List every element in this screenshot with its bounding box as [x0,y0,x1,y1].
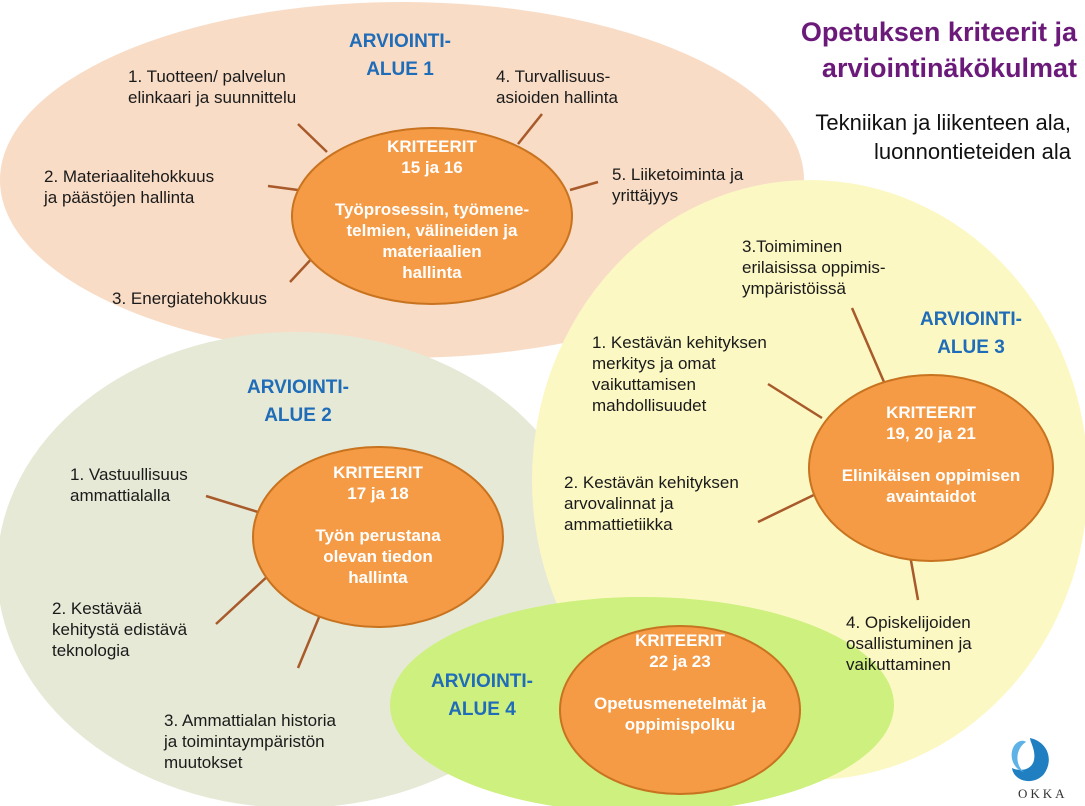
okka-logo-text: OKKA [1018,786,1068,801]
area-1-item-5: 5. Liiketoiminta ja yrittäjyys [612,165,744,205]
area-1-item-1: 1. Tuotteen/ palvelun elinkaari ja suunn… [128,67,297,107]
area-1-item-4: 4. Turvallisuus- asioiden hallinta [496,67,618,107]
criteria-17-18-circle [252,446,504,628]
area-2-label: ARVIOINTI- ALUE 2 [246,377,350,426]
criteria-17-18-text: KRITEERIT 17 ja 18 Työn perustana olevan… [315,463,441,587]
page-subtitle: Tekniikan ja liikenteen ala, luonnontiet… [815,110,1071,164]
area-3-label: ARVIOINTI- ALUE 3 [919,309,1023,358]
area-4-label: ARVIOINTI- ALUE 4 [430,671,534,720]
area-3-connectors [757,307,920,601]
area-2-item-1: 1. Vastuullisuus ammattialalla [70,465,188,505]
area-3-item-3: 3.Toimiminen erilaisissa oppimis- ympäri… [742,237,886,298]
criteria-15-16-text: KRITEERIT 15 ja 16 Työprosessin, työmene… [334,137,530,282]
area-2-item-3: 3. Ammattialan historia ja toimintaympär… [164,711,336,772]
area-3-item-4: 4. Opiskelijoiden osallistuminen ja vaik… [846,613,972,674]
criteria-22-23-circle [559,625,801,795]
criteria-19-21-circle [808,374,1054,562]
page-title: Opetuksen kriteerit ja arviointinäkökulm… [800,17,1077,83]
area-2-item-2: 2. Kestävää kehitystä edistävä teknologi… [52,599,188,660]
criteria-19-21-text: KRITEERIT 19, 20 ja 21 Elinikäisen oppim… [841,403,1021,506]
area-2-connectors [205,494,324,669]
area-3-item-1: 1. Kestävän kehityksen merkitys ja omat … [592,333,767,415]
area-1-label: ARVIOINTI- ALUE 1 [348,31,452,80]
okka-swirl-logo-icon [1011,738,1049,782]
area-1-item-3: 3. Energiatehokkuus [112,289,267,308]
criteria-15-16-circle [291,127,573,305]
area-1-item-2: 2. Materiaalitehokkuus ja päästöjen hall… [44,167,215,207]
criteria-22-23-text: KRITEERIT 22 ja 23 Opetusmenetelmät ja o… [594,631,766,734]
area-3-item-2: 2. Kestävän kehityksen arvovalinnat ja a… [564,473,739,534]
